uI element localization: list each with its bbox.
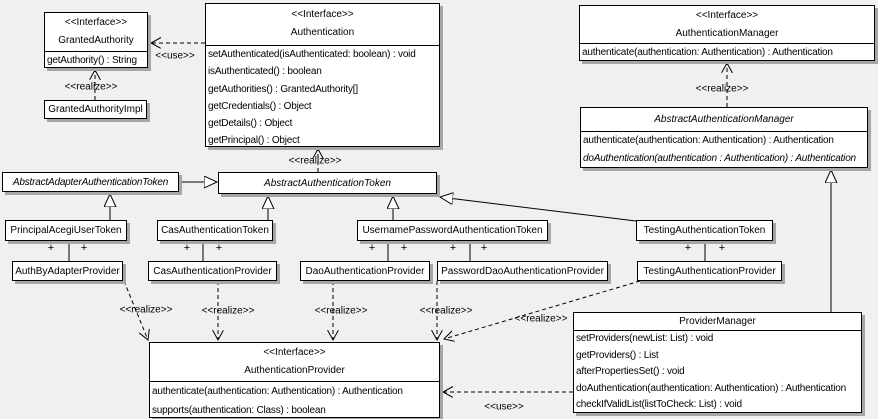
class-header: <<Interface>> GrantedAuthority xyxy=(45,13,147,52)
class-abstract-adapter-authentication-token[interactable]: AbstractAdapterAuthenticationToken xyxy=(2,172,179,192)
class-cas-authentication-token[interactable]: CasAuthenticationToken xyxy=(157,220,273,241)
method: getAuthorities() : GrantedAuthority[] xyxy=(208,83,358,95)
class-provider-manager[interactable]: ProviderManager setProviders(newList: Li… xyxy=(573,312,862,413)
stereotype: <<Interface>> xyxy=(263,347,326,358)
edge-label-realize: <<realize>> xyxy=(419,305,473,317)
class-password-dao-authentication-provider[interactable]: PasswordDaoAuthenticationProvider xyxy=(437,261,608,281)
class-granted-authority-impl[interactable]: GrantedAuthorityImpl xyxy=(44,100,147,119)
edge-label-realize: <<realize>> xyxy=(201,305,255,317)
method: supports(authentication: Class) : boolea… xyxy=(152,405,326,416)
method: afterPropertiesSet() : void xyxy=(576,366,685,377)
method: getProviders() : List xyxy=(576,349,659,361)
class-header: <<Interface>> Authentication xyxy=(206,4,439,46)
class-authentication[interactable]: <<Interface>> Authentication setAuthenti… xyxy=(205,3,440,147)
method: getDetails() : Object xyxy=(208,118,293,130)
stereotype: <<Interface>> xyxy=(291,9,354,20)
stereotype: <<Interface>> xyxy=(64,17,128,28)
method-abstract: doAuthentication(authentication : Authen… xyxy=(583,153,856,164)
method: doAuthentication(authentication: Authent… xyxy=(576,382,846,394)
class-abstract-authentication-manager[interactable]: AbstractAuthenticationManager authentica… xyxy=(580,107,868,168)
method: isAuthenticated() : boolean xyxy=(208,66,322,78)
method: authenticate(authentication: Authenticat… xyxy=(583,135,834,146)
class-name: CasAuthenticationProvider xyxy=(153,265,272,277)
class-name: GrantedAuthorityImpl xyxy=(48,104,143,115)
method: setAuthenticated(isAuthenticated: boolea… xyxy=(208,49,416,60)
class-name: CasAuthenticationToken xyxy=(161,225,269,236)
method: setProviders(newList: List) : void xyxy=(576,333,714,344)
assoc-plus: + xyxy=(183,242,191,254)
class-principal-acegi-user-token[interactable]: PrincipalAcegiUserToken xyxy=(5,220,127,241)
assoc-plus: + xyxy=(47,242,55,254)
class-name: DaoAuthenticationProvider xyxy=(305,265,425,277)
assoc-plus: + xyxy=(718,242,726,254)
class-granted-authority[interactable]: <<Interface>> GrantedAuthority getAuthor… xyxy=(44,12,148,68)
edge-label-realize: <<realize>> xyxy=(314,305,368,317)
realize-testingauthenticationprovider xyxy=(444,280,641,339)
class-username-password-authentication-token[interactable]: UsernamePasswordAuthenticationToken xyxy=(357,220,548,241)
assoc-plus: + xyxy=(215,242,223,254)
edge-label-realize: <<realize>> xyxy=(514,313,568,325)
class-name: UsernamePasswordAuthenticationToken xyxy=(362,225,543,236)
assoc-plus: + xyxy=(368,242,376,254)
class-name: AbstractAuthenticationManager xyxy=(581,108,867,132)
method: authenticate(authentication: Authenticat… xyxy=(152,386,403,397)
class-name: Authentication xyxy=(290,27,355,38)
assoc-plus: + xyxy=(400,242,408,254)
method: authenticate(authentication: Authenticat… xyxy=(582,47,833,58)
class-cas-authentication-provider[interactable]: CasAuthenticationProvider xyxy=(148,261,277,281)
class-testing-authentication-token[interactable]: TestingAuthenticationToken xyxy=(636,220,773,241)
class-name: AbstractAdapterAuthenticationToken xyxy=(12,176,169,188)
method: getAuthority() : String xyxy=(47,55,137,66)
class-authentication-manager[interactable]: <<Interface>> AuthenticationManager auth… xyxy=(579,5,875,61)
class-name: GrantedAuthority xyxy=(58,35,134,46)
edge-label-realize: <<realize>> xyxy=(695,83,749,95)
method: checkIfValidList(listToCheck: List) : vo… xyxy=(576,399,742,410)
class-header: <<Interface>> AuthenticationProvider xyxy=(150,343,439,382)
class-name: TestingAuthenticationProvider xyxy=(643,265,776,277)
realize-authbyadapterprovider xyxy=(123,280,148,340)
edge-label-use: <<use>> xyxy=(155,50,195,62)
edge-label-realize: <<realize>> xyxy=(119,304,173,316)
class-dao-authentication-provider[interactable]: DaoAuthenticationProvider xyxy=(300,261,430,281)
edge-label-realize: <<realize>> xyxy=(288,155,342,167)
class-name: ProviderManager xyxy=(574,313,861,331)
class-abstract-authentication-token[interactable]: AbstractAuthenticationToken xyxy=(218,172,437,194)
class-authentication-provider[interactable]: <<Interface>> AuthenticationProvider aut… xyxy=(149,342,440,418)
assoc-plus: + xyxy=(684,242,692,254)
class-header: <<Interface>> AuthenticationManager xyxy=(580,6,874,44)
class-name: AuthByAdapterProvider xyxy=(15,265,120,277)
class-testing-authentication-provider[interactable]: TestingAuthenticationProvider xyxy=(637,261,782,281)
class-name: PrincipalAcegiUserToken xyxy=(10,225,122,236)
class-name: AbstractAuthenticationToken xyxy=(264,177,391,189)
class-name: AuthenticationManager xyxy=(675,28,779,39)
method: getCredentials() : Object xyxy=(208,100,312,112)
edge-label-use: <<use>> xyxy=(484,401,524,413)
class-auth-by-adapter-provider[interactable]: AuthByAdapterProvider xyxy=(12,261,123,281)
class-name: PasswordDaoAuthenticationProvider xyxy=(441,265,604,277)
method: getPrincipal() : Object xyxy=(208,135,300,147)
class-name: AuthenticationProvider xyxy=(244,365,345,376)
stereotype: <<Interface>> xyxy=(695,10,759,21)
gen-testingauthenticationtoken xyxy=(440,197,637,222)
class-name: TestingAuthenticationToken xyxy=(643,225,766,236)
assoc-plus: + xyxy=(80,242,88,254)
assoc-plus: + xyxy=(480,242,488,254)
assoc-plus: + xyxy=(449,242,457,254)
edge-label-realize: <<realize>> xyxy=(64,81,118,93)
